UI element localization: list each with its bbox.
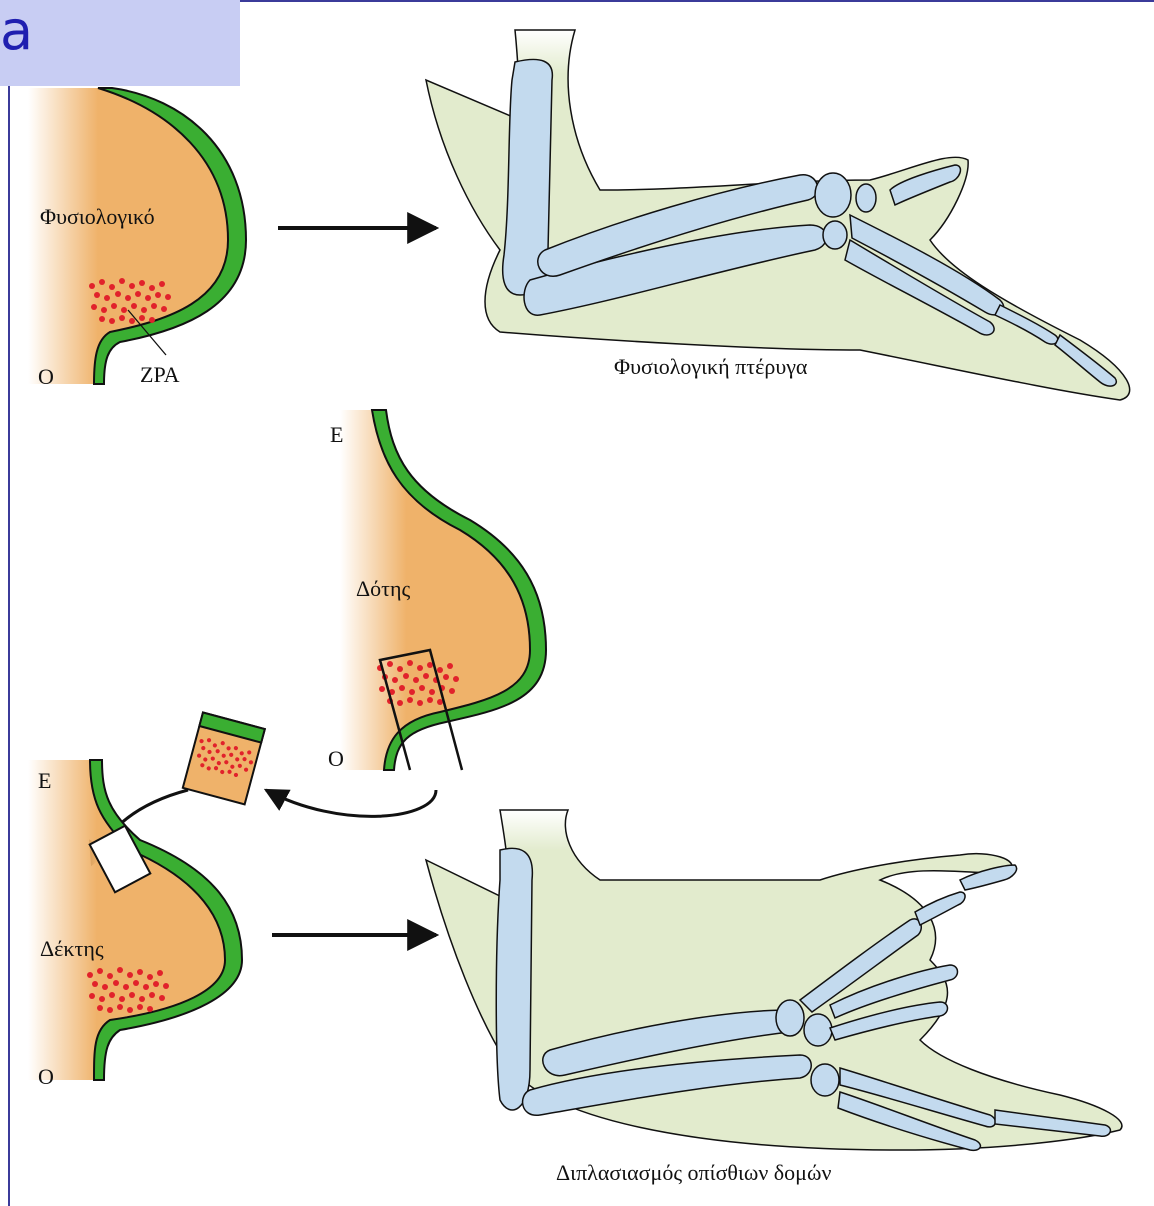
label-o-top: O — [38, 366, 54, 388]
duplicated-wing — [426, 810, 1122, 1150]
arrow-donor-to-block — [266, 790, 436, 816]
normal-limb-bud — [28, 88, 246, 384]
normal-wing — [426, 30, 1130, 400]
label-zpa: ZPA — [140, 364, 180, 386]
label-recipient: Δέκτης — [40, 938, 104, 960]
label-donor: Δότης — [356, 578, 410, 600]
label-duplicated-wing: Διπλασιασμός οπίσθιων δομών — [556, 1162, 831, 1184]
label-normal-wing: Φυσιολογική πτέρυγα — [614, 356, 807, 378]
label-o-donor: O — [328, 748, 344, 770]
recipient-limb-bud — [28, 760, 242, 1080]
transplant-block — [183, 712, 265, 804]
label-o-recipient: O — [38, 1066, 54, 1088]
label-normal-bud: Φυσιολογικό — [40, 206, 155, 228]
label-e-recipient: E — [38, 770, 51, 792]
label-e-donor: E — [330, 424, 343, 446]
